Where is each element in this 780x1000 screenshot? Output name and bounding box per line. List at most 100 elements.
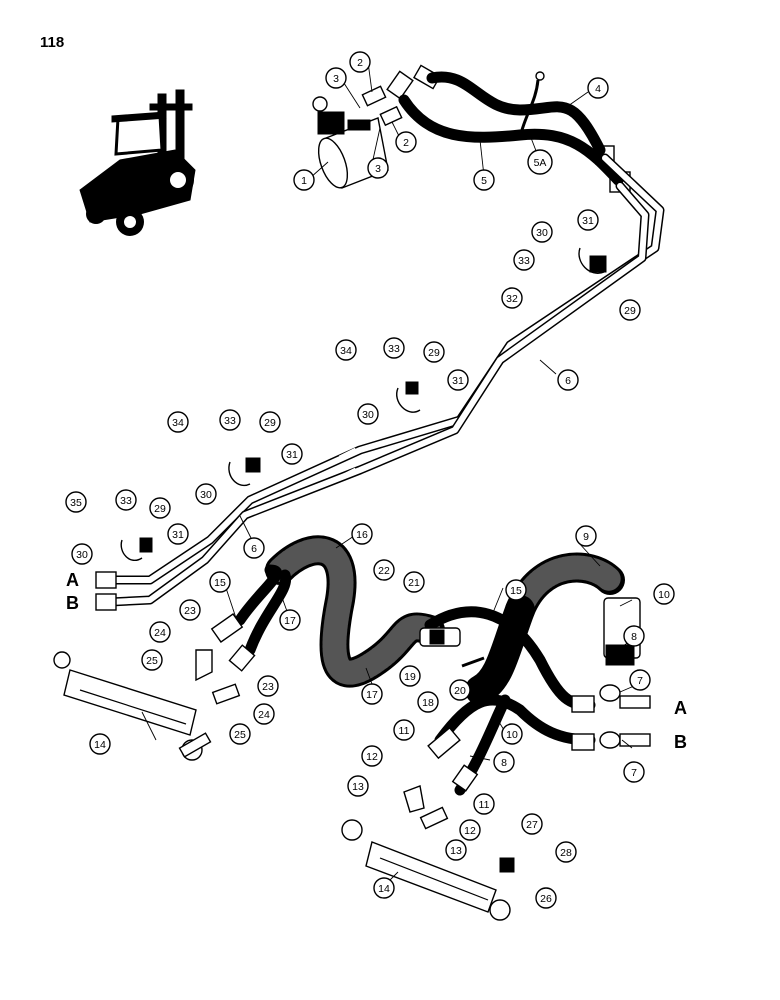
callout-13: 13 [445, 839, 467, 861]
callout-26: 26 [535, 887, 557, 909]
callout-31: 31 [281, 443, 303, 465]
callout-33: 33 [115, 489, 137, 511]
svg-text:31: 31 [172, 529, 184, 541]
callout-23: 23 [257, 675, 279, 697]
hose-clamp-assembly [419, 627, 485, 668]
callout-34: 34 [167, 411, 189, 433]
callout-31: 31 [447, 369, 469, 391]
svg-text:3: 3 [375, 163, 381, 175]
svg-text:33: 33 [120, 495, 132, 507]
line-label-b-right: B [674, 732, 687, 752]
callout-22: 22 [373, 559, 395, 581]
svg-text:5: 5 [481, 175, 487, 187]
svg-text:23: 23 [184, 605, 196, 617]
leader-lines [141, 61, 635, 885]
callout-2: 2 [349, 51, 371, 73]
callout-17: 17 [279, 609, 301, 631]
svg-text:16: 16 [356, 529, 368, 541]
callout-3: 3 [325, 67, 347, 89]
callout-4: 4 [587, 77, 609, 99]
callout-29: 29 [259, 411, 281, 433]
svg-text:25: 25 [234, 729, 246, 741]
svg-text:33: 33 [388, 343, 400, 355]
svg-text:29: 29 [428, 347, 440, 359]
svg-text:10: 10 [658, 589, 670, 601]
callout-9: 9 [575, 525, 597, 547]
callout-33: 33 [383, 337, 405, 359]
large-sleeved-hoses [265, 535, 625, 705]
svg-text:6: 6 [565, 375, 571, 387]
svg-text:14: 14 [94, 739, 106, 751]
callout-7: 7 [629, 669, 651, 691]
callout-8: 8 [493, 751, 515, 773]
svg-text:28: 28 [560, 847, 572, 859]
svg-text:30: 30 [362, 409, 374, 421]
callout-30: 30 [357, 403, 379, 425]
callout-15: 15 [505, 579, 527, 601]
callout-12: 12 [361, 745, 383, 767]
svg-text:19: 19 [404, 671, 416, 683]
line-label-a-right: A [674, 698, 687, 718]
svg-text:11: 11 [479, 799, 490, 811]
svg-text:9: 9 [583, 531, 589, 543]
svg-text:31: 31 [286, 449, 298, 461]
svg-text:5A: 5A [534, 157, 547, 169]
callout-24: 24 [253, 703, 275, 725]
svg-text:32: 32 [506, 293, 518, 305]
svg-text:17: 17 [284, 615, 296, 627]
svg-text:12: 12 [464, 825, 476, 837]
callout-31: 31 [619, 251, 621, 253]
svg-text:26: 26 [540, 893, 552, 905]
tube-end-fittings [95, 571, 117, 611]
svg-text:34: 34 [340, 345, 352, 357]
steel-tubes [105, 153, 665, 607]
callout-27: 27 [521, 813, 543, 835]
callout-30: 30 [195, 483, 217, 505]
callout-15: 15 [209, 571, 231, 593]
svg-text:21: 21 [408, 577, 420, 589]
svg-text:30: 30 [536, 227, 548, 239]
callout-25: 25 [141, 649, 163, 671]
callout-33: 33 [513, 249, 535, 271]
callout-3: 3 [367, 157, 389, 179]
svg-text:3: 3 [333, 73, 339, 85]
svg-text:20: 20 [454, 685, 466, 697]
svg-text:30: 30 [76, 549, 88, 561]
line-label-b-left: B [66, 593, 79, 613]
callout-33: 33 [219, 409, 241, 431]
svg-text:8: 8 [501, 757, 507, 769]
svg-text:29: 29 [264, 417, 276, 429]
callout-18: 18 [417, 691, 439, 713]
callout-14: 14 [373, 877, 395, 899]
callout-31: 31 [167, 523, 189, 545]
svg-text:33: 33 [224, 415, 236, 427]
svg-text:23: 23 [262, 681, 274, 693]
svg-text:29: 29 [624, 305, 636, 317]
svg-text:1: 1 [301, 175, 307, 187]
svg-text:25: 25 [146, 655, 158, 667]
callout-19: 19 [399, 665, 421, 687]
svg-text:12: 12 [366, 751, 378, 763]
callout-1: 1 [293, 169, 315, 191]
steering-cylinder-upper [53, 651, 212, 761]
svg-text:27: 27 [526, 819, 538, 831]
callout-6: 6 [243, 537, 265, 559]
svg-text:15: 15 [214, 577, 226, 589]
callout-10: 10 [501, 723, 523, 745]
svg-text:2: 2 [403, 137, 409, 149]
callout-29: 29 [619, 299, 641, 321]
cylinder-fittings [195, 613, 515, 873]
callout-31: 31 [577, 209, 599, 231]
callout-10: 10 [653, 583, 675, 605]
callout-5: 5 [473, 169, 495, 191]
callout-14: 14 [89, 733, 111, 755]
callout-35: 35 [65, 491, 87, 513]
svg-text:31: 31 [582, 215, 594, 227]
svg-text:7: 7 [631, 767, 637, 779]
svg-text:8: 8 [631, 631, 637, 643]
callout-30: 30 [531, 221, 553, 243]
upper-hoses [398, 71, 624, 186]
svg-text:31: 31 [452, 375, 464, 387]
svg-text:29: 29 [154, 503, 166, 515]
